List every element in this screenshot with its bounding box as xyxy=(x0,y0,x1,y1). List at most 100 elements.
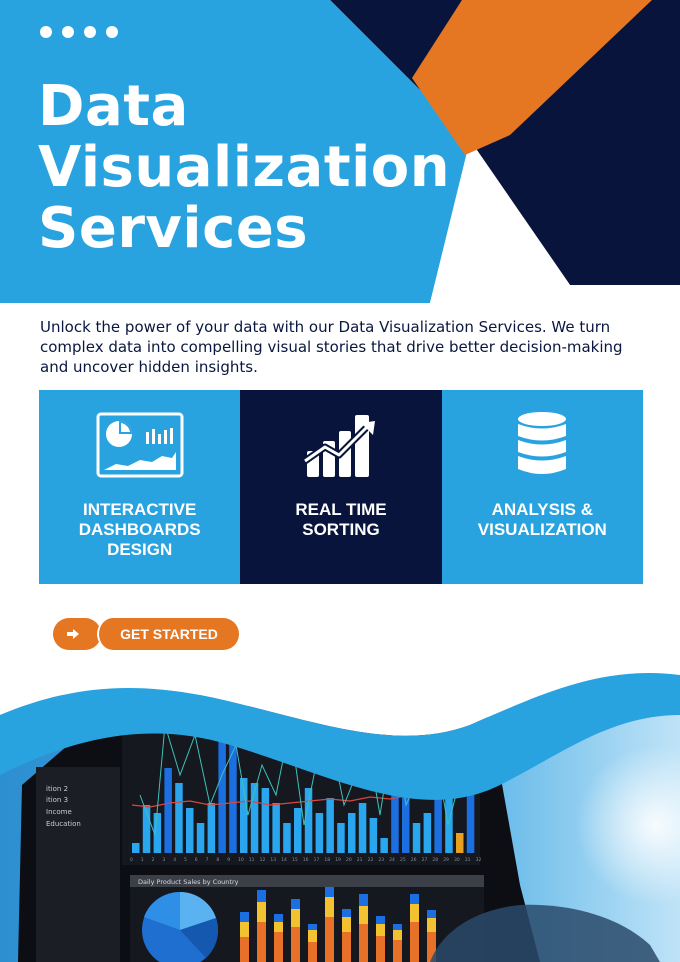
stacked-bar-segment xyxy=(308,930,317,942)
stacked-bar-segment xyxy=(376,916,385,924)
get-started-label[interactable]: GET STARTED xyxy=(97,618,239,650)
axis-tick-label: 17 xyxy=(314,857,320,863)
chart-bar xyxy=(456,833,464,853)
chart-bar xyxy=(348,813,356,853)
axis-tick-label: 29 xyxy=(443,857,449,863)
chart-bar xyxy=(434,768,442,853)
axis-tick-label: 10 xyxy=(238,857,244,863)
legend-item: Income xyxy=(46,808,72,816)
stacked-bar-segment xyxy=(410,904,419,922)
axis-tick-label: 20 xyxy=(346,857,352,863)
blue-wave-band xyxy=(0,673,680,800)
axis-tick-label: 32 xyxy=(476,857,482,863)
dot xyxy=(40,26,52,38)
title-line: Visualization xyxy=(38,135,451,200)
dashboard-chart-icon xyxy=(96,410,184,480)
feature-label: REAL TIME SORTING xyxy=(295,500,387,539)
stacked-bar-segment xyxy=(325,917,334,962)
axis-tick-label: 26 xyxy=(411,857,417,863)
stacked-bar-segment xyxy=(274,932,283,962)
axis-tick-label: 4 xyxy=(173,857,176,863)
chart-bar xyxy=(369,818,378,853)
chart-bar xyxy=(412,823,421,853)
chart-bar xyxy=(358,803,367,853)
stacked-bar-chart xyxy=(240,887,436,962)
pie-slice xyxy=(144,891,180,930)
stacked-bar-segment xyxy=(325,897,334,917)
stacked-bar-segment xyxy=(240,912,249,922)
chart-bar xyxy=(304,788,313,853)
axis-tick-label: 18 xyxy=(324,857,330,863)
stacked-bar-segment xyxy=(257,890,266,902)
axis-tick-label: 22 xyxy=(368,857,374,863)
chart-bar xyxy=(261,788,270,853)
axis-tick-label: 14 xyxy=(281,857,287,863)
intro-paragraph: Unlock the power of your data with our D… xyxy=(40,318,623,376)
chart-bar xyxy=(164,768,172,853)
axis-tick-label: 31 xyxy=(465,857,471,863)
legend-item: ition 3 xyxy=(46,796,68,804)
dashboard-sidebar xyxy=(36,767,120,962)
stacked-bar-segment xyxy=(291,927,300,962)
stacked-bar-segment xyxy=(291,909,300,927)
decorative-dots xyxy=(40,26,118,38)
arrow-right-icon[interactable] xyxy=(53,618,101,650)
chart-bar xyxy=(326,798,334,853)
hero-background xyxy=(0,0,680,303)
dot xyxy=(62,26,74,38)
hero-white-triangle xyxy=(430,140,680,303)
stacked-bar-segment xyxy=(342,917,351,932)
stacked-bar-segment xyxy=(410,922,419,962)
stacked-bar-segment xyxy=(427,918,436,932)
chart-bar xyxy=(250,783,259,853)
axis-tick-label: 1 xyxy=(141,857,144,863)
axis-tick-label: 0 xyxy=(130,857,133,863)
stacked-bar-segment xyxy=(427,910,436,918)
chart-bar xyxy=(240,778,248,853)
dot xyxy=(84,26,96,38)
axis-tick-label: 28 xyxy=(432,857,438,863)
stacked-bar-segment xyxy=(359,906,368,924)
axis-tick-label: 27 xyxy=(422,857,428,863)
pie-slice xyxy=(180,892,216,930)
stacked-bar-segment xyxy=(342,932,351,962)
chart-bar xyxy=(207,803,216,853)
chart-bar xyxy=(142,805,151,853)
axis-tick-label: 2 xyxy=(152,857,155,863)
stacked-bar-segment xyxy=(308,924,317,930)
get-started-button[interactable]: GET STARTED xyxy=(53,618,239,650)
stacked-bar-segment xyxy=(393,940,402,962)
stacked-bar-segment xyxy=(240,937,249,962)
chart-bar xyxy=(294,808,302,853)
stacked-bar-segment xyxy=(359,894,368,906)
stacked-bar-segment xyxy=(274,914,283,922)
stacked-bar-segment xyxy=(410,894,419,904)
chart-bar xyxy=(132,843,140,853)
stacked-bar-segment xyxy=(240,922,249,937)
stacked-bar-segment xyxy=(291,899,300,909)
database-icon xyxy=(516,410,568,480)
stacked-bar-segment xyxy=(427,932,436,962)
stacked-bar-segment xyxy=(257,902,266,922)
chart-bar xyxy=(466,763,475,853)
chart-bar xyxy=(272,803,280,853)
stacked-bar-segment xyxy=(376,936,385,962)
axis-tick-label: 7 xyxy=(206,857,209,863)
axis-tick-label: 3 xyxy=(162,857,165,863)
axis-tick-label: 21 xyxy=(357,857,363,863)
stacked-bar-segment xyxy=(376,924,385,936)
feature-card-sorting: REAL TIME SORTING xyxy=(240,390,442,584)
stacked-bar-segment xyxy=(274,922,283,932)
stacked-bar-segment xyxy=(393,930,402,940)
chart-bar xyxy=(391,758,399,853)
chart-bar xyxy=(196,823,205,853)
chart-bar xyxy=(380,838,388,853)
axis-tick-label: 24 xyxy=(389,857,395,863)
legend-item: ition 2 xyxy=(46,785,68,793)
axis-tick-label: 19 xyxy=(335,857,341,863)
stacked-bar-segment xyxy=(325,887,334,897)
chart-bar xyxy=(337,823,345,853)
page-title: Data Visualization Services xyxy=(38,76,450,259)
title-line: Data xyxy=(38,74,189,139)
axis-tick-label: 9 xyxy=(227,857,230,863)
